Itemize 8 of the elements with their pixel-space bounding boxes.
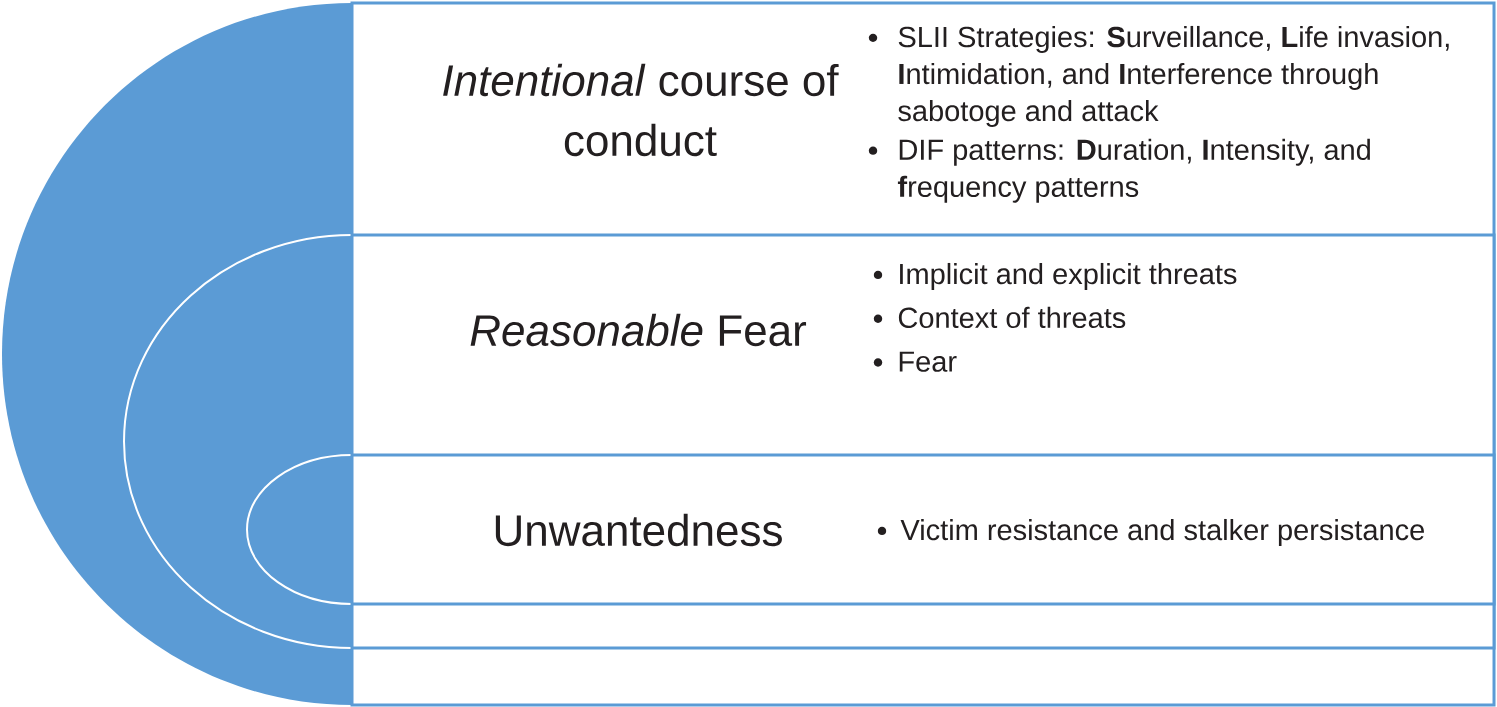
bullet-text: Victim resistance and stalker persistance (900, 518, 1424, 546)
bullet-text: DIF patterns: Duration, Intensity, and frequency patterns (897, 138, 1370, 203)
heading: Intentional course of conduct (443, 63, 839, 157)
heading: Unwantedness (495, 513, 782, 547)
bullet-text: Fear (899, 351, 957, 372)
bullet-text: Implicit and explicit threats (900, 262, 1237, 290)
heading: Reasonable Fear (470, 313, 807, 347)
bullet-text: Context of threats (898, 306, 1126, 329)
